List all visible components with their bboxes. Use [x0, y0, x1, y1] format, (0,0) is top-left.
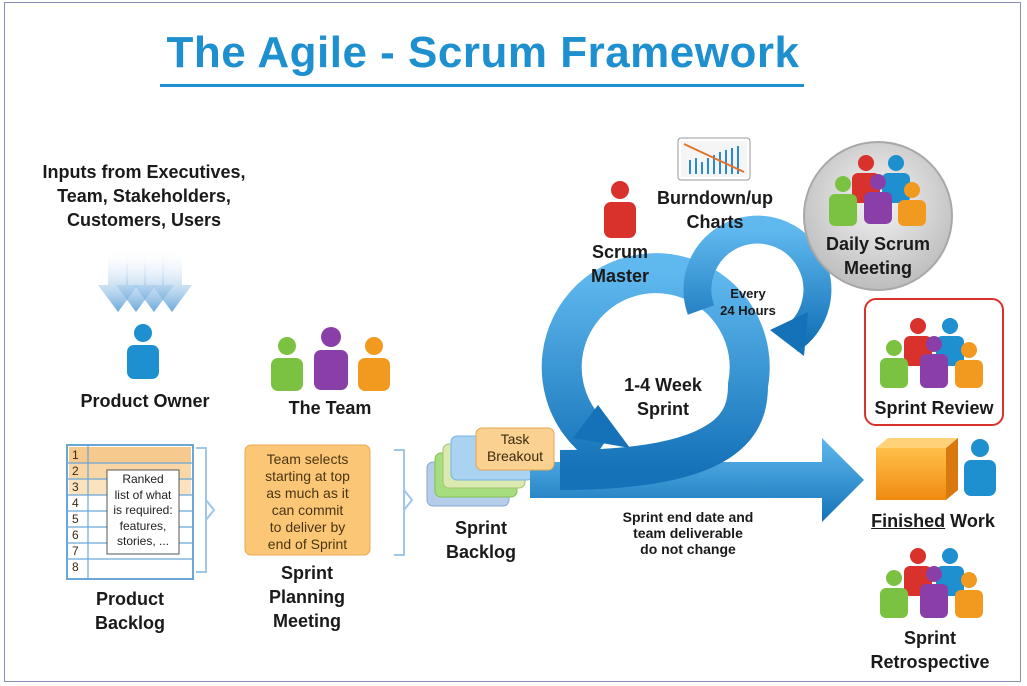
every-24-hours-label: Every 24 Hours: [708, 285, 788, 319]
scrum-master-line-1: Scrum: [591, 242, 649, 262]
task-breakout-text: Task Breakout: [476, 431, 554, 465]
finished-work-box-icon: [876, 438, 958, 500]
daily-scrum-label: Daily Scrum Meeting: [818, 232, 938, 280]
input-arrows: [98, 248, 192, 312]
inputs-line-1: Inputs from Executives,: [42, 162, 246, 182]
sprint-end-line-3: do not change: [640, 541, 736, 557]
backlog-note-line-5: stories, ...: [116, 534, 169, 548]
daily-loop-arrow: [683, 215, 832, 356]
backlog-note-line-4: features,: [119, 518, 167, 533]
work-word: Work: [945, 511, 995, 531]
planning-note-line-1: Team selects: [266, 451, 349, 467]
finished-work-label: Finished Work: [856, 509, 1010, 533]
backlog-note-line-2: list of what: [114, 487, 172, 502]
backlog-row-7: 7: [72, 544, 79, 558]
planning-note-line-2: starting at top: [265, 468, 350, 484]
the-team-label: The Team: [288, 398, 372, 418]
backlog-row-1: 1: [72, 448, 79, 462]
planning-note-line-3: as much as it: [266, 485, 349, 501]
burndown-line-2: Charts: [686, 212, 744, 232]
every-24-line-1: Every: [730, 286, 766, 301]
finished-work-person-icon: [964, 439, 996, 496]
backlog-note-line-3: is required:: [113, 503, 173, 517]
backlog-row-6: 6: [72, 528, 79, 542]
backlog-row-8: 8: [72, 560, 79, 574]
daily-scrum-circle: [803, 141, 953, 291]
backlog-row-5: 5: [72, 512, 79, 526]
retrospective-line-1: Sprint: [904, 628, 956, 648]
sprint-planning-label: Sprint Planning Meeting: [262, 561, 352, 633]
backlog-note-line-1: Ranked: [122, 472, 164, 486]
sprint-end-line-2: team deliverable: [633, 525, 743, 541]
sprint-cycle-line-2: Sprint: [637, 399, 689, 419]
every-24-line-2: 24 Hours: [720, 303, 776, 318]
planning-note-line-5: to deliver by: [269, 519, 346, 535]
planning-note-line-4: can commit: [271, 502, 344, 518]
scrum-master-person-icon: [604, 181, 636, 238]
sprint-end-label: Sprint end date and team deliverable do …: [600, 509, 776, 557]
burndown-label: Burndown/up Charts: [650, 186, 780, 234]
sprint-review-people-icon: [880, 318, 983, 388]
sprint-cycle-line-1: 1-4 Week: [624, 375, 702, 395]
sprint-backlog-label: Sprint Backlog: [436, 516, 526, 564]
product-backlog-line-1: Product: [95, 589, 164, 609]
sprint-review-highlight: [864, 298, 1004, 426]
backlog-note: Ranked list of what is required: feature…: [107, 472, 179, 550]
daily-scrum-line-1: Daily Scrum: [825, 234, 931, 254]
planning-label-line-2: Planning: [269, 587, 345, 607]
title-underline: [160, 84, 804, 87]
inputs-line-3: Customers, Users: [66, 210, 222, 230]
delivery-arrow: [530, 438, 864, 522]
sprint-end-line-1: Sprint end date and: [622, 509, 754, 525]
product-backlog-list: [66, 444, 216, 580]
team-people-icon: [271, 327, 390, 391]
product-owner-person-icon: [127, 324, 159, 379]
sprint-retrospective-label: Sprint Retrospective: [856, 626, 1004, 674]
sprint-review-label: Sprint Review: [874, 398, 994, 418]
planning-note: [244, 444, 414, 556]
diagram-title: The Agile - Scrum Framework: [166, 28, 800, 77]
sprint-backlog-line-1: Sprint: [455, 518, 507, 538]
backlog-row-3: 3: [72, 480, 79, 494]
sprint-backlog-line-2: Backlog: [445, 542, 517, 562]
task-breakout-line-2: Breakout: [486, 448, 544, 464]
scrum-master-line-2: Master: [590, 266, 650, 286]
product-backlog-line-2: Backlog: [94, 613, 166, 633]
daily-scrum-line-2: Meeting: [843, 258, 912, 278]
scrum-master-label: Scrum Master: [584, 240, 656, 288]
finished-word: Finished: [871, 511, 946, 531]
backlog-row-4: 4: [72, 496, 79, 510]
burndown-chart-icon: [677, 137, 751, 181]
backlog-row-2: 2: [72, 464, 79, 478]
planning-label-line-1: Sprint: [281, 563, 333, 583]
task-breakout-line-1: Task: [500, 431, 530, 447]
planning-label-line-3: Meeting: [272, 611, 341, 631]
burndown-line-1: Burndown/up: [657, 188, 773, 208]
planning-note-line-6: end of Sprint: [267, 536, 348, 552]
retrospective-line-2: Retrospective: [870, 652, 990, 672]
task-breakout-card: [475, 427, 555, 471]
product-backlog-label: Product Backlog: [80, 587, 180, 635]
planning-note-text: Team selects starting at top as much as …: [247, 451, 368, 553]
inputs-label: Inputs from Executives, Team, Stakeholde…: [24, 160, 264, 232]
sprint-retrospective-people-icon: [880, 548, 983, 618]
sprint-cycle-label: 1-4 Week Sprint: [608, 373, 718, 421]
inputs-line-2: Team, Stakeholders,: [57, 186, 231, 206]
product-owner-label: Product Owner: [80, 391, 210, 411]
